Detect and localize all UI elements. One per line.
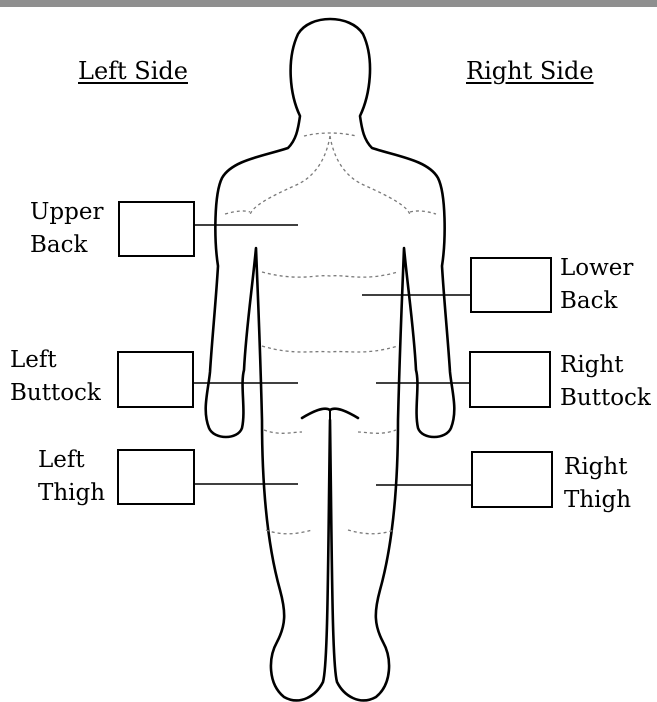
box-right-thigh xyxy=(472,452,552,507)
label-left-thigh: Left Thigh xyxy=(38,444,105,510)
label-right-buttock-line1: Right xyxy=(560,349,651,382)
box-right-buttock xyxy=(470,352,550,407)
box-left-thigh xyxy=(118,450,194,504)
label-right-buttock-line2: Buttock xyxy=(560,382,651,415)
label-lower-back-line2: Back xyxy=(560,285,633,318)
label-left-thigh-line1: Left xyxy=(38,444,105,477)
label-upper-back-line2: Back xyxy=(30,229,103,262)
box-left-buttock xyxy=(118,352,193,407)
label-left-buttock-line1: Left xyxy=(10,344,101,377)
label-left-thigh-line2: Thigh xyxy=(38,477,105,510)
left-side-header: Left Side xyxy=(78,57,188,85)
box-lower-back xyxy=(471,258,551,312)
body-silhouette xyxy=(206,19,455,700)
label-right-thigh-line1: Right xyxy=(564,451,631,484)
label-right-thigh-line2: Thigh xyxy=(564,484,631,517)
right-side-header: Right Side xyxy=(466,57,594,85)
label-left-buttock: Left Buttock xyxy=(10,344,101,410)
label-lower-back: Lower Back xyxy=(560,252,633,318)
label-right-thigh: Right Thigh xyxy=(564,451,631,517)
label-upper-back: Upper Back xyxy=(30,196,103,262)
label-right-buttock: Right Buttock xyxy=(560,349,651,415)
label-left-buttock-line2: Buttock xyxy=(10,377,101,410)
box-upper-back xyxy=(119,202,194,256)
label-upper-back-line1: Upper xyxy=(30,196,103,229)
label-lower-back-line1: Lower xyxy=(560,252,633,285)
